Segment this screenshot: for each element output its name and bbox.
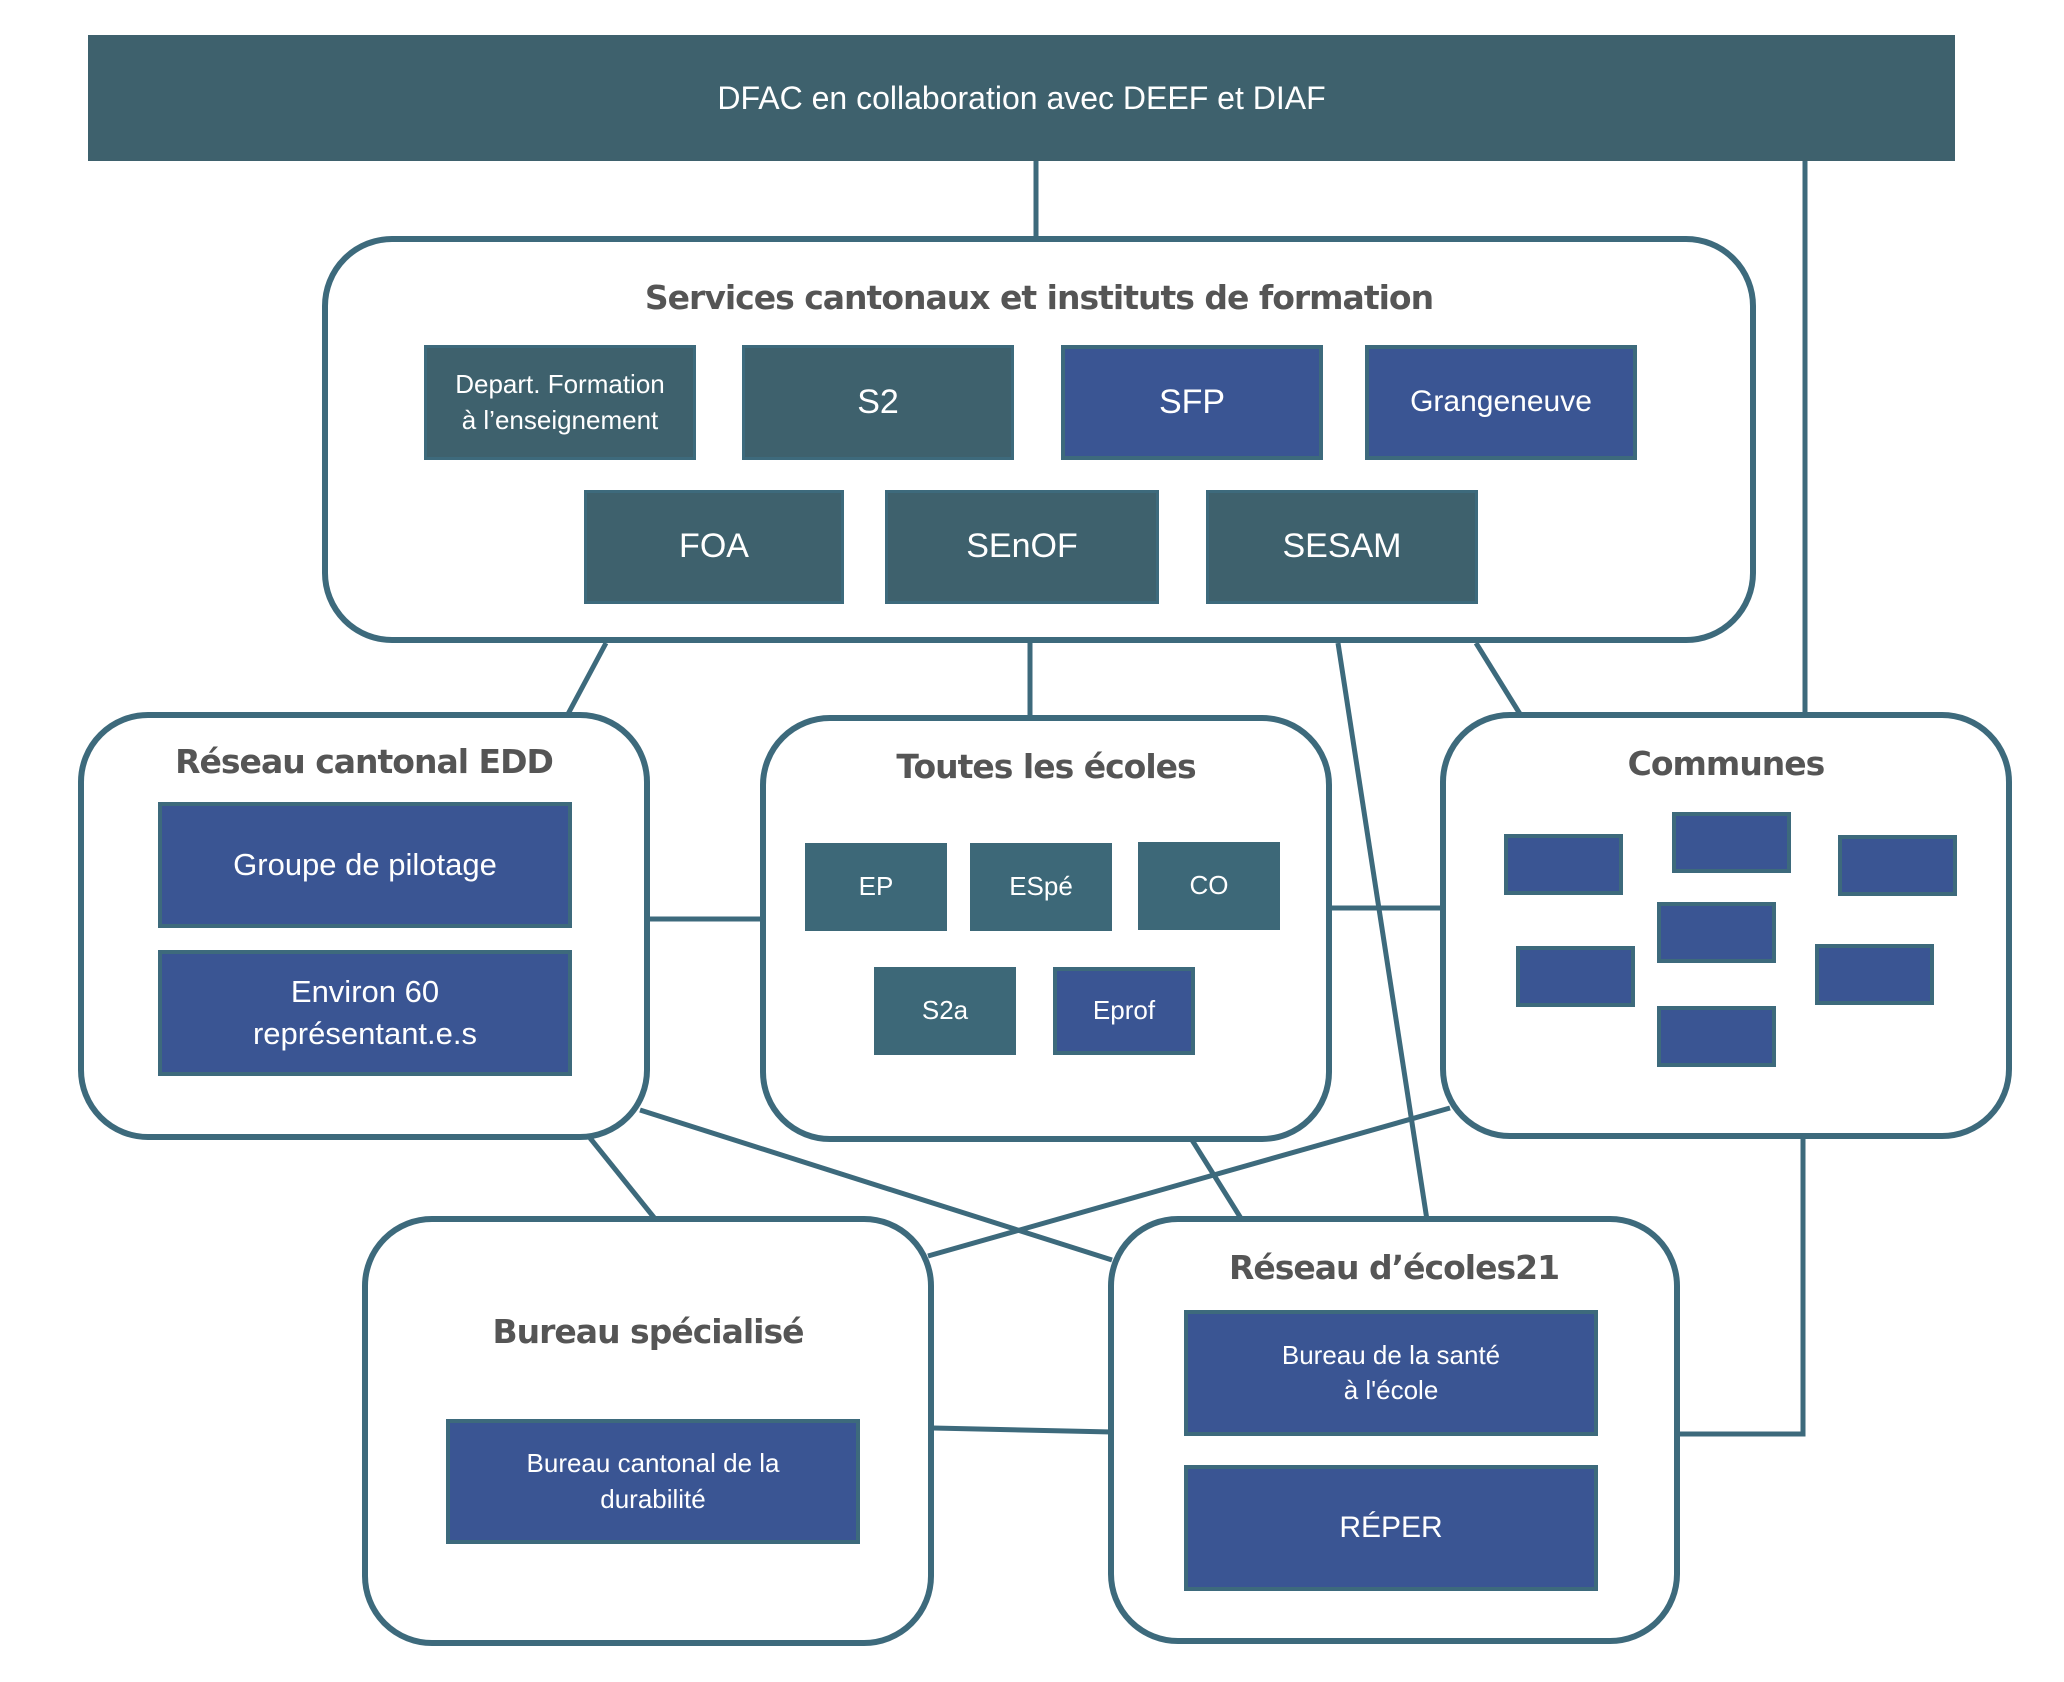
unit-bureau-sante-ecole: Bureau de la santé à l'école xyxy=(1184,1310,1598,1436)
unit-commune xyxy=(1838,835,1957,896)
unit-commune xyxy=(1657,1006,1776,1067)
unit-environ-60: Environ 60 représentant.e.s xyxy=(158,950,572,1076)
link-communes-bureau xyxy=(927,1105,1451,1259)
unit-reper: RÉPER xyxy=(1184,1465,1598,1591)
unit-commune xyxy=(1672,812,1791,873)
unit-espe: ESpé xyxy=(970,843,1112,931)
unit-foa: FOA xyxy=(584,490,844,604)
link-services-communes xyxy=(1473,641,1523,716)
group-title: Toutes les écoles xyxy=(896,747,1196,786)
unit-co: CO xyxy=(1138,842,1280,930)
unit-groupe-pilotage: Groupe de pilotage xyxy=(158,802,572,928)
link-edd-ecoles21 xyxy=(639,1107,1113,1263)
unit-commune xyxy=(1504,834,1623,895)
group-title: Réseau cantonal EDD xyxy=(175,742,554,781)
link-bureau-ecoles21 xyxy=(932,1425,1113,1435)
unit-sfp: SFP xyxy=(1061,345,1323,460)
unit-commune xyxy=(1657,902,1776,963)
link-communes-ecoles21 xyxy=(1680,1137,1806,1437)
unit-s2a: S2a xyxy=(874,967,1016,1055)
unit-ep: EP xyxy=(805,843,947,931)
group-title: Services cantonaux et instituts de forma… xyxy=(644,278,1434,317)
link-ecoles-ecoles21 xyxy=(1189,1138,1245,1222)
unit-depart-formation: Depart. Formation à l’enseignement xyxy=(424,345,696,460)
top-banner: DFAC en collaboration avec DEEF et DIAF xyxy=(88,35,1955,161)
unit-senof: SEnOF xyxy=(885,490,1159,604)
unit-grangeneuve: Grangeneuve xyxy=(1365,345,1637,460)
unit-bureau-cantonal-durabilite: Bureau cantonal de la durabilité xyxy=(446,1419,860,1544)
link-edd-bureau xyxy=(588,1136,658,1222)
group-title: Communes xyxy=(1627,744,1826,783)
banner-label: DFAC en collaboration avec DEEF et DIAF xyxy=(717,79,1326,116)
group-title: Réseau d’écoles21 xyxy=(1228,1248,1560,1287)
link-services-ecoles21 xyxy=(1335,642,1430,1221)
unit-sesam: SESAM xyxy=(1206,490,1478,604)
unit-s2: S2 xyxy=(742,345,1014,460)
unit-eprof: Eprof xyxy=(1053,967,1195,1055)
unit-commune xyxy=(1815,944,1934,1005)
unit-commune xyxy=(1516,946,1635,1007)
group-title: Bureau spécialisé xyxy=(492,1312,805,1351)
link-services-edd xyxy=(565,641,609,716)
